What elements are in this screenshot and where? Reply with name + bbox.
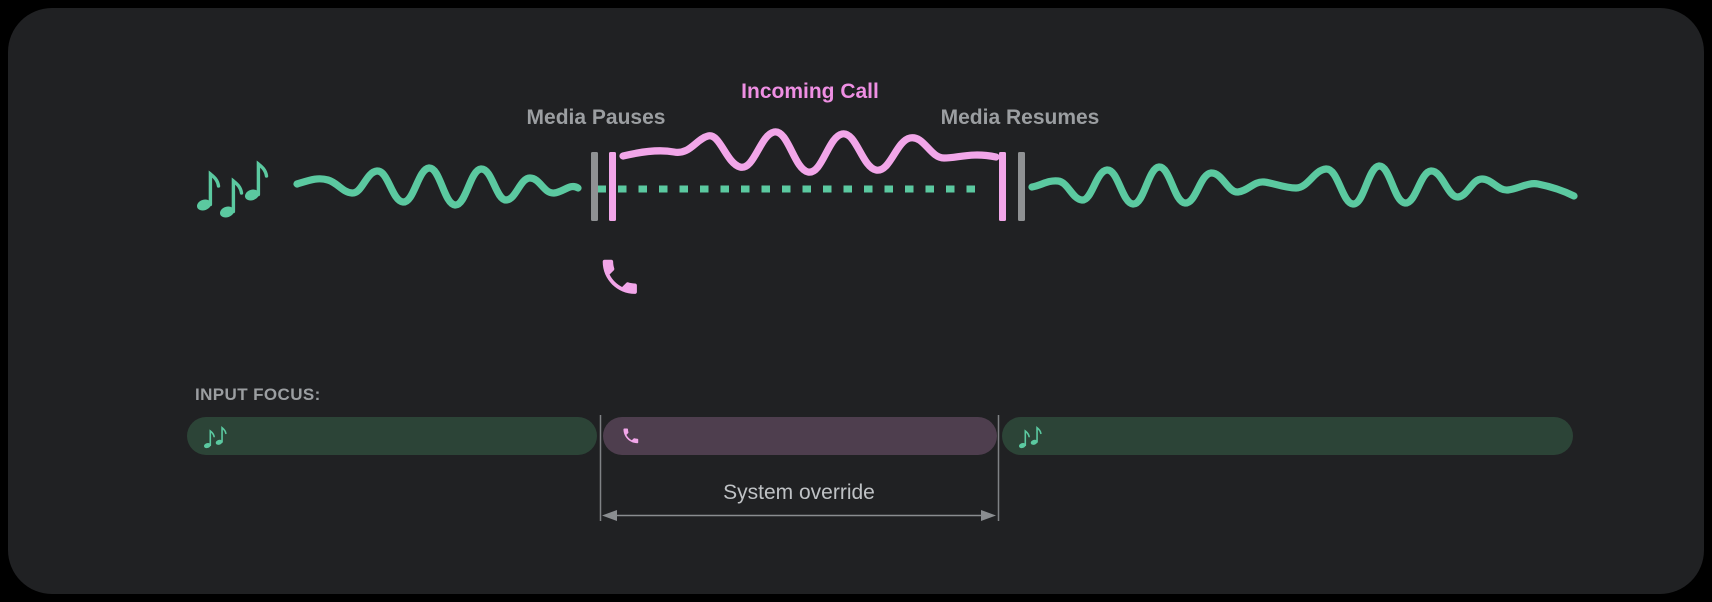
input-focus-heading: INPUT FOCUS: xyxy=(195,385,321,404)
diagram-card xyxy=(8,8,1704,594)
system-override-label: System override xyxy=(723,481,875,504)
incoming-call-label: Incoming Call xyxy=(741,80,879,103)
media-resumes-label: Media Resumes xyxy=(940,106,1100,129)
focus-segment-media-before xyxy=(187,417,597,455)
focus-segment-media-after xyxy=(1002,417,1573,455)
focus-segment-call xyxy=(603,417,997,455)
media-pauses-label: Media Pauses xyxy=(526,106,666,129)
